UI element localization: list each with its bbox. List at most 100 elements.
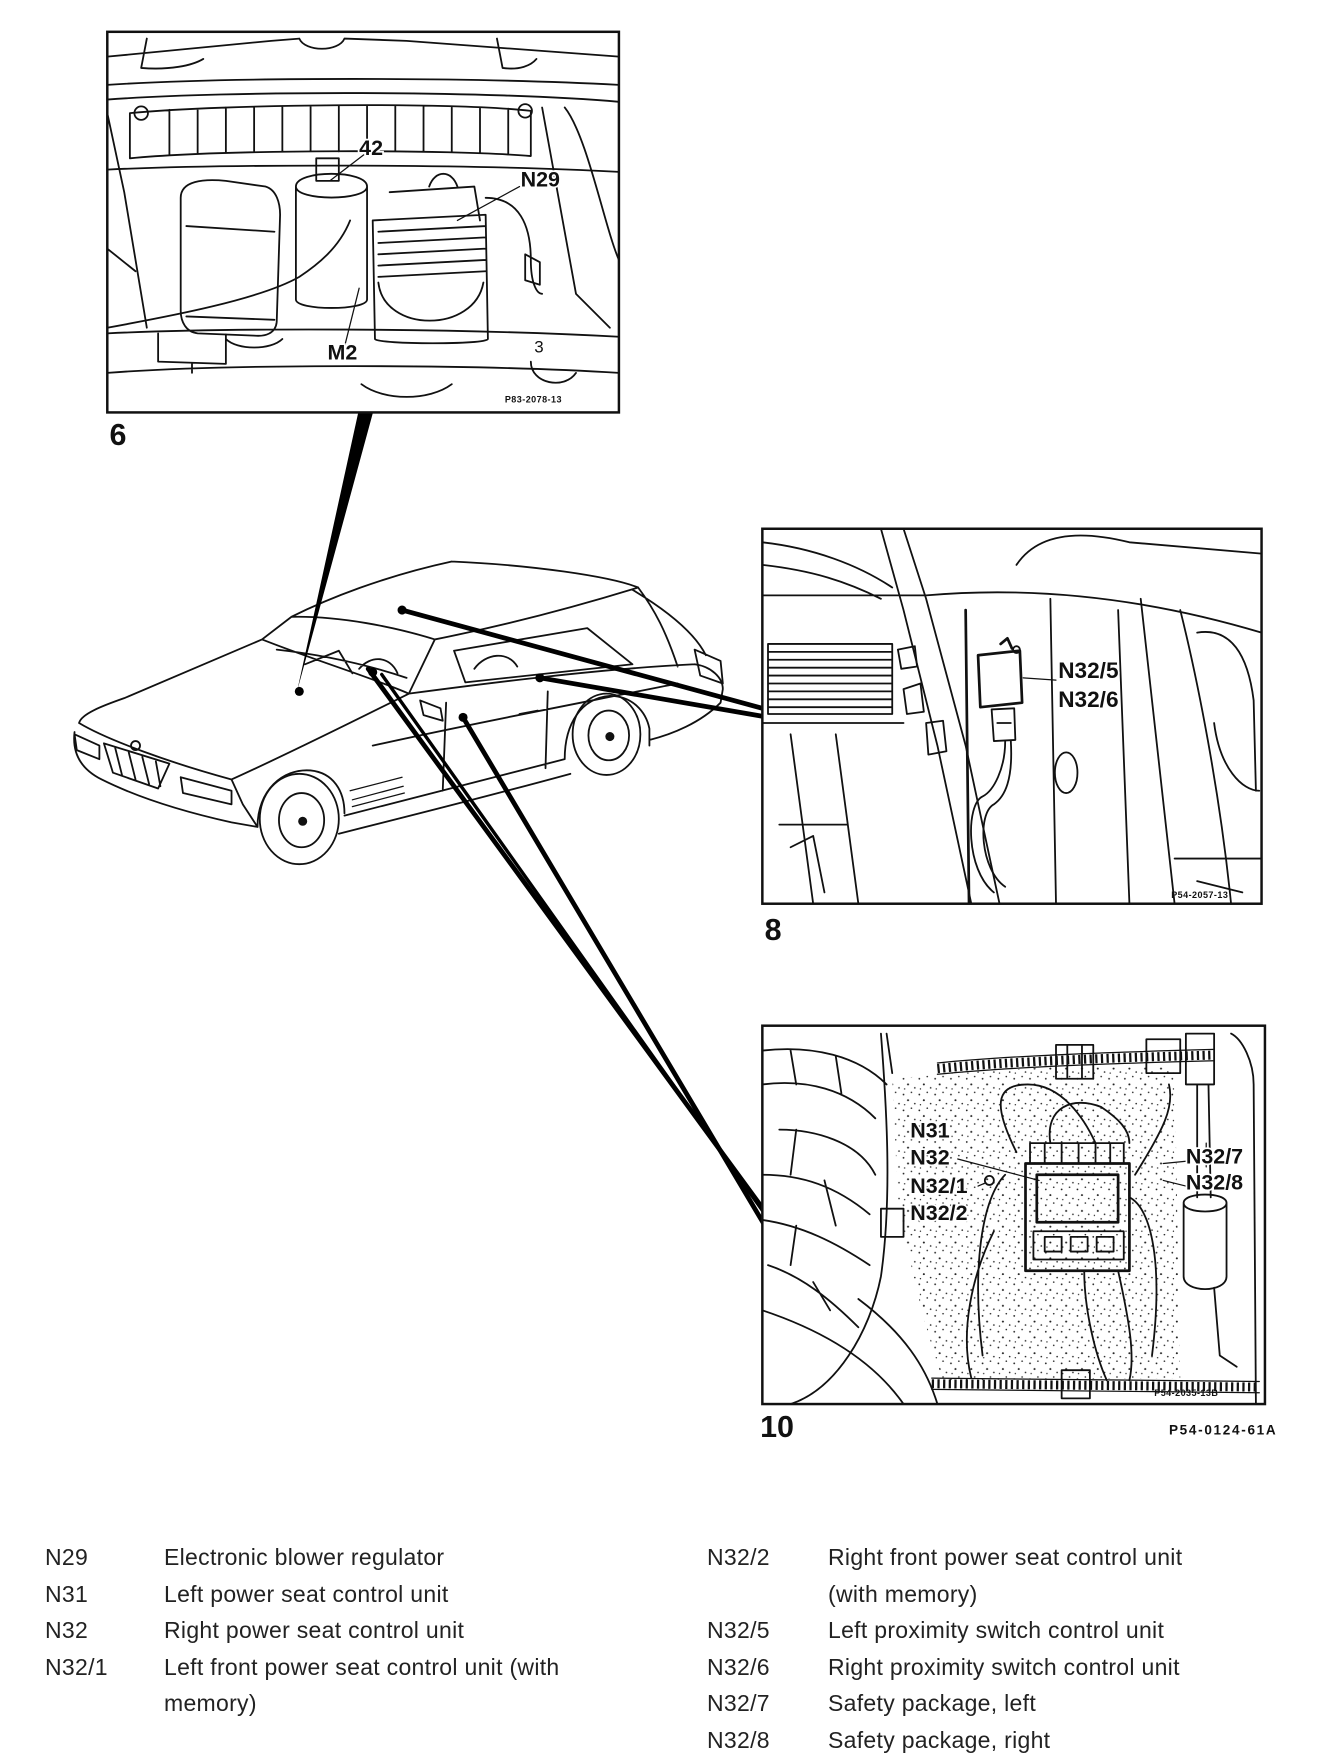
inset-10-image-code: P54-2035-13B — [1154, 1388, 1218, 1398]
inset-8: N32/5 N32/6 P54-2057-13 8 — [761, 527, 1263, 947]
legend-description: Safety package, right — [828, 1726, 1051, 1753]
pointer-to-inset-10-c — [460, 714, 766, 1226]
legend-description: Left front power seat control unit (with… — [164, 1653, 560, 1717]
inset-10-wiring — [966, 1083, 1172, 1382]
legend-item: N32/2 Right front power seat control uni… — [707, 1539, 1182, 1612]
inset-6-leader-lines — [329, 154, 521, 348]
pointer-to-inset-10-b — [380, 672, 766, 1214]
inset-10-bottom-harness — [931, 1379, 1260, 1392]
legend-right-column: N32/2 Right front power seat control uni… — [707, 1539, 1182, 1758]
inset-10-label-n31: N31 — [910, 1119, 949, 1143]
inset-6-blower-motor-housing — [179, 179, 281, 337]
inset-10-number: 10 — [760, 1410, 794, 1444]
emblem — [130, 740, 141, 752]
legend-left-column: N29 Electronic blower regulator N31 Left… — [45, 1539, 560, 1722]
inset-10-label-n32: N32 — [910, 1146, 949, 1170]
inset-10-control-unit-plugs — [1029, 1142, 1125, 1261]
headlights — [73, 733, 233, 806]
legend-description: Safety package, left — [828, 1690, 1037, 1716]
inset-10-label-n32-1: N32/1 — [910, 1174, 967, 1198]
legend-code: N32/7 — [707, 1690, 770, 1716]
legend-description: Left proximity switch control unit — [828, 1617, 1165, 1643]
inset-6-cowl-structure — [107, 37, 619, 173]
inset-8-proximity-control-unit — [976, 636, 1024, 709]
inset-10-label-n32-2: N32/2 — [910, 1201, 967, 1225]
inset-10-label-n32-8: N32/8 — [1186, 1170, 1243, 1194]
inset-10-small-module — [880, 1207, 905, 1238]
inset-10: N31 N32 N32/1 N32/2 N32/7 N32/8 P54-2035… — [760, 1024, 1267, 1444]
legend-item: N32/7 Safety package, left — [707, 1685, 1182, 1722]
inset-8-grommet — [1053, 751, 1079, 794]
legend-code: N32/5 — [707, 1617, 770, 1643]
legend-code: N32/2 — [707, 1544, 770, 1570]
legend-code: N32 — [45, 1617, 89, 1643]
inset-10-safety-package-module — [1182, 1193, 1228, 1290]
pointer-to-inset-8-a — [399, 607, 765, 711]
inset-6-label-n29: N29 — [521, 168, 560, 192]
inset-6-label-42: 42 — [359, 136, 383, 160]
front-tire — [258, 772, 340, 866]
inset-8-connector-plug — [990, 707, 1017, 742]
inset-6: 42 N29 M2 3 P83-2078-13 6 — [106, 30, 621, 452]
legend-description: Right front power seat control unit (wit… — [828, 1544, 1183, 1607]
inset-6-label-3: 3 — [534, 338, 543, 357]
inset-10-bottom-harness-edges — [931, 1377, 1260, 1394]
legend-code: N31 — [45, 1580, 89, 1607]
inset-8-wiring — [970, 740, 1013, 894]
inset-6-label-m2: M2 — [328, 340, 358, 364]
legend-code: N29 — [45, 1544, 89, 1570]
inset-8-number: 8 — [765, 913, 782, 947]
inset-6-air-housing — [128, 104, 532, 160]
inset-6-image-code: P83-2078-13 — [505, 394, 562, 404]
inset-6-housing-end-left — [133, 105, 149, 121]
inset-6-housing-end-right — [517, 103, 533, 119]
inset-6-number: 6 — [110, 418, 127, 452]
inset-8-vent-grille — [767, 643, 948, 756]
legend-item: N31 Left power seat control unit — [45, 1576, 560, 1613]
figure-code: P54-0124-61A — [1169, 1423, 1277, 1438]
inset-10-label-n32-7: N32/7 — [1186, 1144, 1243, 1168]
inset-8-body-panels — [762, 528, 1262, 904]
legend-item: N29 Electronic blower regulator — [45, 1539, 560, 1576]
legend-code: N32/6 — [707, 1653, 770, 1680]
pointer-to-inset-8-b — [537, 675, 765, 719]
side-molding — [349, 776, 405, 808]
inset-8-frame — [761, 527, 1263, 905]
pointer-to-inset-6 — [297, 413, 373, 692]
inset-10-leader-lines — [957, 1142, 1207, 1187]
legend-code: N32/8 — [707, 1726, 770, 1753]
inset-10-connectors — [1055, 1032, 1216, 1400]
legend-description: Electronic blower regulator — [164, 1544, 445, 1570]
inset-10-n32-1-marker — [983, 1175, 995, 1186]
side-window — [453, 627, 634, 684]
inset-10-wheel-tire — [762, 1032, 939, 1405]
inset-6-blower-regulator-n29 — [371, 172, 489, 345]
rear-hub — [605, 732, 615, 742]
rear-rim — [587, 709, 630, 762]
inset-6-component-42 — [295, 157, 368, 309]
legend-description: Right power seat control unit — [164, 1617, 465, 1643]
legend-description: Right proximity switch control unit — [828, 1653, 1180, 1680]
rear-lights — [693, 648, 724, 685]
legend-item: N32/5 Left proximity switch control unit — [707, 1612, 1182, 1649]
component-legend: N29 Electronic blower regulator N31 Left… — [0, 1539, 1344, 1758]
legend-code: N32/1 — [45, 1653, 108, 1680]
legend-item: N32/8 Safety package, right — [707, 1722, 1182, 1759]
inset-8-image-code: P54-2057-13 — [1171, 890, 1228, 900]
location-dot-blower — [294, 686, 304, 696]
inset-8-label-n32-6: N32/6 — [1058, 687, 1118, 712]
front-rim — [278, 792, 326, 849]
legend-item: N32 Right power seat control unit — [45, 1612, 560, 1649]
legend-description: Left power seat control unit — [164, 1580, 449, 1607]
rear-tire — [571, 692, 642, 776]
inset-6-cables-and-panels — [107, 106, 619, 398]
inset-6-frame — [106, 30, 621, 414]
front-hub — [298, 816, 308, 826]
inset-8-leader-line — [1022, 677, 1057, 681]
inset-10-right-side-structure — [1196, 1032, 1257, 1405]
pointer-lines — [297, 413, 766, 1226]
inset-8-mounting-screw — [1012, 645, 1021, 654]
legend-item: N32/1 Left front power seat control unit… — [45, 1649, 560, 1722]
